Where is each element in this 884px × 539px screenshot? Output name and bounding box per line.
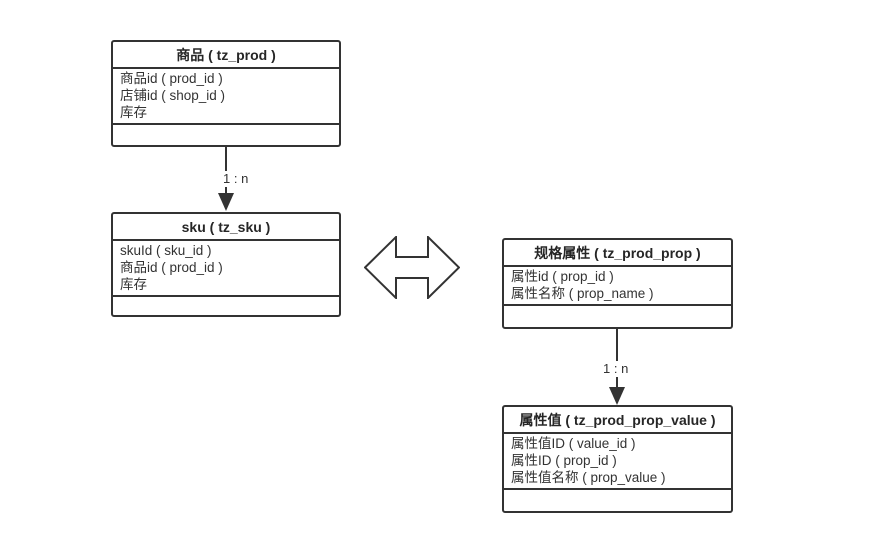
left-right-arrow-icon — [364, 236, 460, 299]
entity-prod-footer — [113, 125, 339, 145]
entity-prod-prop-footer — [504, 306, 731, 327]
entity-prod-fields: 商品id ( prod_id ) 店铺id ( shop_id ) 库存 — [113, 69, 339, 125]
entity-prod-prop-value-footer — [504, 490, 731, 511]
entity-prod-prop-value-fields: 属性值ID ( value_id ) 属性ID ( prop_id ) 属性值名… — [504, 434, 731, 490]
entity-field: 属性值名称 ( prop_value ) — [511, 470, 666, 485]
entity-field: 库存 — [120, 277, 147, 292]
entity-prod: 商品 ( tz_prod ) 商品id ( prod_id ) 店铺id ( s… — [111, 40, 341, 147]
entity-sku-title: sku ( tz_sku ) — [113, 214, 339, 241]
entity-sku: sku ( tz_sku ) skuId ( sku_id ) 商品id ( p… — [111, 212, 341, 317]
cardinality-label-prop-value: 1 : n — [601, 361, 631, 377]
entity-field: 属性ID ( prop_id ) — [511, 453, 617, 468]
entity-field: 属性值ID ( value_id ) — [511, 436, 636, 451]
entity-field: 库存 — [120, 105, 147, 120]
entity-field: 商品id ( prod_id ) — [120, 71, 223, 86]
entity-prod-prop-fields: 属性id ( prop_id ) 属性名称 ( prop_name ) — [504, 267, 731, 306]
entity-field: 属性id ( prop_id ) — [511, 269, 614, 284]
entity-prod-title: 商品 ( tz_prod ) — [113, 42, 339, 69]
arrowhead-down-icon — [609, 387, 625, 405]
entity-field: skuId ( sku_id ) — [120, 243, 212, 258]
entity-field: 商品id ( prod_id ) — [120, 260, 223, 275]
connector-prod-sku-line — [225, 147, 227, 193]
cardinality-label-prod-sku: 1 : n — [221, 171, 251, 187]
entity-prod-prop: 规格属性 ( tz_prod_prop ) 属性id ( prop_id ) 属… — [502, 238, 733, 329]
entity-field: 属性名称 ( prop_name ) — [511, 286, 654, 301]
entity-field: 店铺id ( shop_id ) — [120, 88, 226, 103]
arrowhead-down-icon — [218, 193, 234, 211]
entity-prod-prop-title: 规格属性 ( tz_prod_prop ) — [504, 240, 731, 267]
entity-prod-prop-value: 属性值 ( tz_prod_prop_value ) 属性值ID ( value… — [502, 405, 733, 513]
entity-prod-prop-value-title: 属性值 ( tz_prod_prop_value ) — [504, 407, 731, 434]
entity-sku-fields: skuId ( sku_id ) 商品id ( prod_id ) 库存 — [113, 241, 339, 297]
entity-sku-footer — [113, 297, 339, 315]
connector-prop-value-line — [616, 329, 618, 387]
